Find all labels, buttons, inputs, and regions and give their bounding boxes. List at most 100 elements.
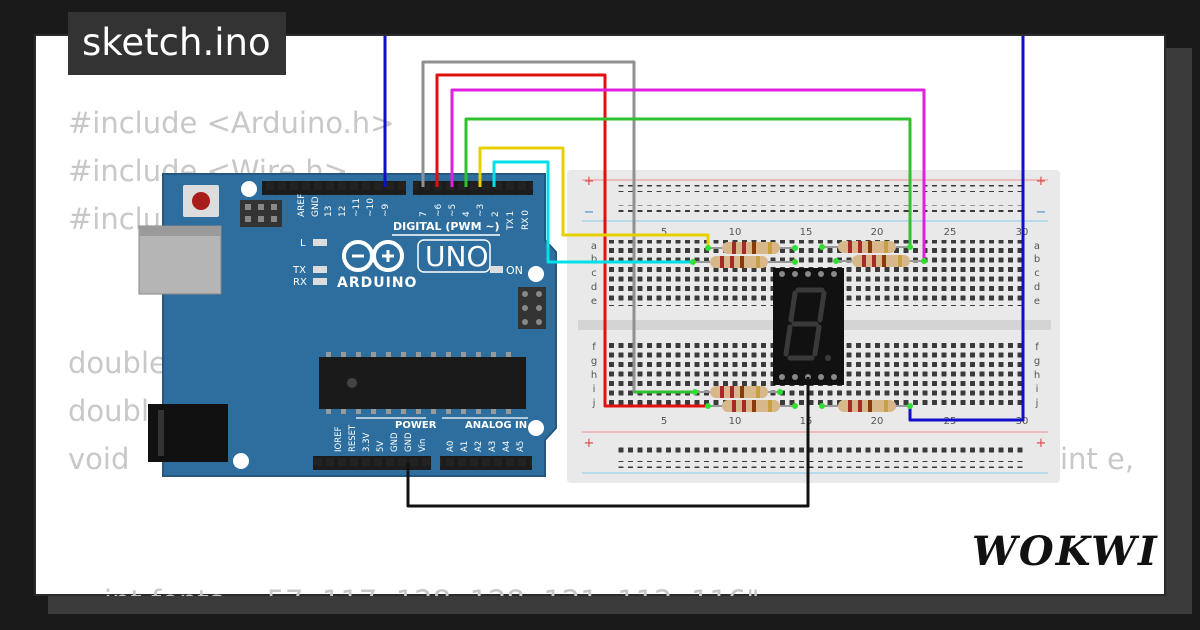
resistor[interactable] (822, 400, 910, 412)
wire-endpoint[interactable] (692, 389, 698, 395)
wire-endpoint[interactable] (792, 259, 798, 265)
analog-label: ANALOG IN (465, 420, 527, 431)
display-pin (792, 271, 798, 277)
wire[interactable] (908, 36, 1025, 422)
rail-holes[interactable] (617, 185, 1027, 192)
row-label: h (591, 370, 597, 381)
resistor[interactable] (708, 400, 795, 412)
wire-endpoint[interactable] (907, 244, 913, 250)
wire[interactable] (478, 146, 710, 248)
icsp-pin (536, 305, 542, 311)
usb-port (138, 225, 222, 295)
column-number: 15 (800, 416, 813, 427)
chip-pin (446, 409, 451, 414)
pin-label: ~11 (352, 198, 362, 217)
display-pin (831, 271, 837, 277)
wire-endpoint[interactable] (921, 258, 927, 264)
rail-holes[interactable] (617, 447, 1027, 454)
chip-pin (356, 409, 361, 414)
chip-pin (356, 352, 361, 357)
row-label: i (593, 384, 596, 395)
wire[interactable] (464, 117, 912, 247)
resistor[interactable] (836, 255, 924, 267)
wire-endpoint[interactable] (819, 403, 825, 409)
column-number: 25 (944, 227, 957, 238)
display-pin (818, 271, 824, 277)
row-label: f (592, 342, 596, 353)
reset-button[interactable] (192, 192, 210, 210)
segment-dp (825, 355, 831, 361)
led-label: L (300, 238, 306, 249)
display-pin (792, 374, 798, 380)
wire-endpoint[interactable] (705, 403, 711, 409)
resistor[interactable] (695, 386, 780, 398)
wire-endpoint[interactable] (792, 245, 798, 251)
wire-endpoint[interactable] (792, 403, 798, 409)
wire-endpoint[interactable] (690, 259, 696, 265)
wire-endpoint[interactable] (777, 389, 783, 395)
icsp-pin (271, 216, 277, 222)
wire[interactable] (435, 73, 708, 408)
arduino-uno-board[interactable]: AREF GND 13 12 ~11 ~10 ~9 7 ~6 ~5 4 ~3 2… (138, 173, 557, 477)
rail-plus-label: + (584, 436, 595, 451)
wire-endpoint[interactable] (907, 403, 913, 409)
wire[interactable] (450, 88, 926, 261)
resistors[interactable] (693, 241, 924, 412)
pin-label: A5 (516, 441, 526, 452)
code-line: int e, (1060, 442, 1135, 476)
pin-label: ~10 (366, 198, 376, 217)
row-label: c (1034, 268, 1040, 279)
chip-pin (326, 409, 331, 414)
chip-pin (446, 352, 451, 357)
wire-endpoint[interactable] (705, 245, 711, 251)
icsp-pin (522, 291, 528, 297)
column-number: 5 (661, 227, 667, 238)
resistor[interactable] (693, 256, 795, 268)
pin-label: GND (404, 432, 414, 452)
chip-pin (401, 352, 406, 357)
chip-pin (506, 352, 511, 357)
row-label: c (591, 268, 597, 279)
segment-b (817, 290, 827, 323)
uno-label-box (417, 239, 491, 273)
resistor[interactable] (822, 241, 910, 253)
row-label: b (1034, 254, 1040, 265)
icsp-pin (536, 291, 542, 297)
icsp-pin (258, 204, 264, 210)
pin-label: 12 (338, 206, 348, 217)
chip-pin (431, 352, 436, 357)
chip-pin (371, 352, 376, 357)
pin-label: 13 (324, 206, 334, 217)
resistor[interactable] (708, 242, 795, 254)
pin-label: A2 (474, 441, 484, 452)
usb-port-edge (139, 226, 221, 236)
wire[interactable] (406, 377, 810, 508)
mounting-hole (241, 181, 257, 197)
rail-plus-label: + (584, 174, 595, 189)
chip-pin (491, 352, 496, 357)
icsp-pin (522, 305, 528, 311)
chip-pin (461, 409, 466, 414)
wire-endpoint[interactable] (833, 258, 839, 264)
row-label: e (591, 296, 597, 307)
rail-holes[interactable] (617, 461, 1027, 468)
row-label: j (592, 398, 596, 409)
led-on (490, 266, 503, 273)
chip-pin (416, 352, 421, 357)
wire[interactable] (492, 160, 693, 264)
power-label: POWER (395, 420, 437, 431)
wire-endpoint[interactable] (819, 244, 825, 250)
segment-c (812, 324, 822, 357)
display-pin (779, 271, 785, 277)
brand-label: ARDUINO (337, 275, 417, 291)
model-label: UNO (425, 240, 488, 273)
code-line: doubl (68, 394, 149, 428)
pin-label: GND (311, 196, 321, 217)
header-holes (413, 181, 533, 195)
seven-segment-display[interactable] (773, 268, 844, 385)
mounting-hole (528, 266, 544, 282)
code-line: #include <Arduino.h> (68, 106, 395, 140)
code-line: int fonts = 57, 117, 128, 128, 121, 112,… (104, 584, 796, 596)
rail-holes[interactable] (617, 205, 1027, 212)
